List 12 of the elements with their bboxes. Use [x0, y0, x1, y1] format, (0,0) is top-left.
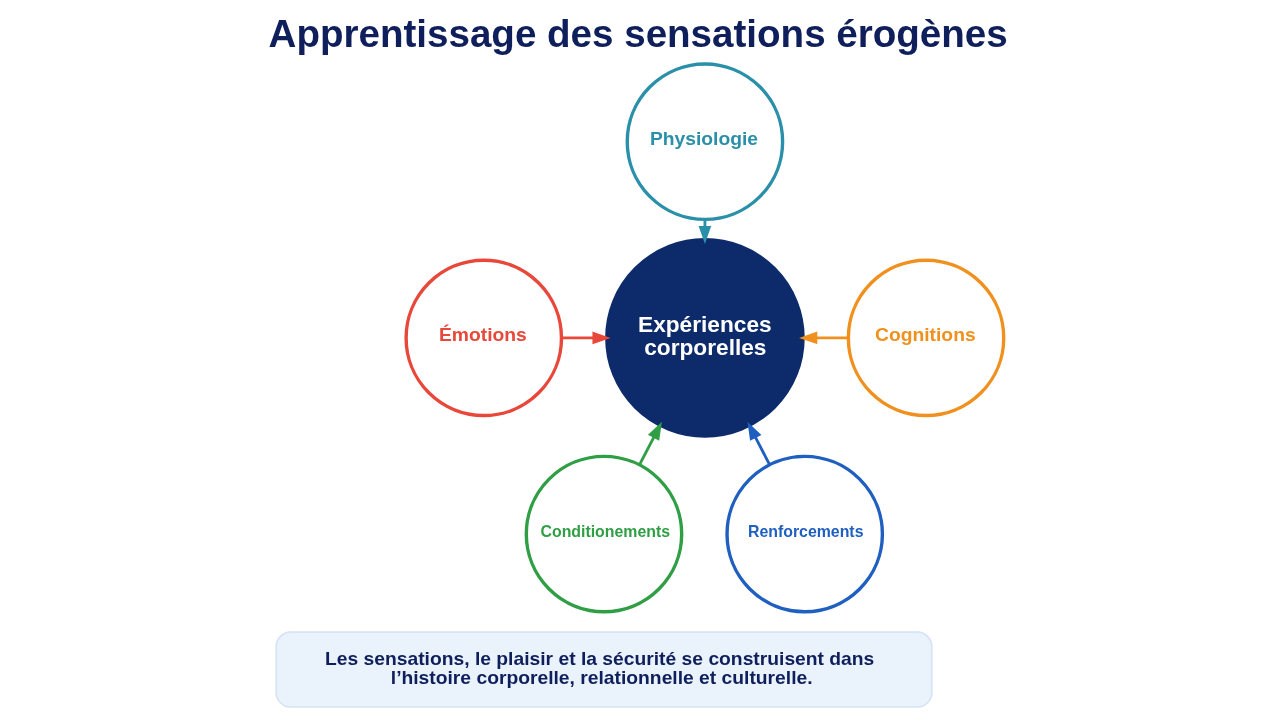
arrow: [561, 331, 611, 345]
node-circle: Expériences corporelles: [605, 238, 805, 438]
arrow: [638, 421, 662, 466]
node-box: Les sensations, le plaisir et la sécurité se construisent dans l’histoire corporelle, relationnelle et culturelle.: [275, 631, 933, 708]
node-circle: Conditionements: [524, 454, 684, 614]
node-circle: Renforcements: [725, 454, 885, 614]
node-circle: Cognitions: [846, 258, 1006, 418]
node-circle: Émotions: [404, 258, 564, 418]
node-circle: Physiologie: [625, 62, 785, 222]
diagram-title: Apprentissage des sensations érogènes: [268, 12, 1008, 56]
arrow: [747, 421, 771, 466]
arrow: [799, 331, 848, 345]
